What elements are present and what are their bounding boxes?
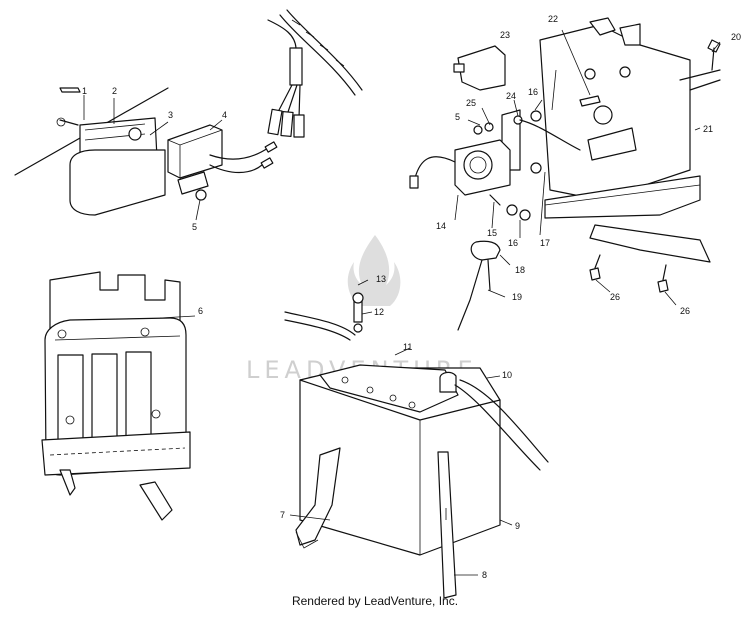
footer-credit: Rendered by LeadVenture, Inc. bbox=[291, 594, 459, 608]
callout-6: 6 bbox=[198, 306, 203, 316]
callout-7: 7 bbox=[280, 510, 285, 520]
wire-harness bbox=[267, 9, 363, 138]
callout-9: 9 bbox=[515, 521, 520, 531]
callout-12: 12 bbox=[374, 307, 384, 317]
callout-8: 8 bbox=[482, 570, 487, 580]
callout-1: 1 bbox=[82, 86, 87, 96]
callout-3: 3 bbox=[168, 110, 173, 120]
battery bbox=[284, 279, 549, 599]
callout-16-upper: 16 bbox=[528, 87, 538, 97]
callout-20: 20 bbox=[731, 32, 741, 42]
callout-25: 25 bbox=[466, 98, 476, 108]
callout-17: 17 bbox=[540, 238, 550, 248]
callout-4: 4 bbox=[222, 110, 227, 120]
callout-14: 14 bbox=[436, 221, 446, 231]
callout-24: 24 bbox=[506, 91, 516, 101]
callout-23: 23 bbox=[500, 30, 510, 40]
battery-box bbox=[41, 271, 196, 521]
callout-16-lower: 16 bbox=[508, 238, 518, 248]
callout-26-left: 26 bbox=[610, 292, 620, 302]
solenoid-bracket-assembly bbox=[409, 17, 721, 331]
callout-13: 13 bbox=[376, 274, 386, 284]
callout-19: 19 bbox=[512, 292, 522, 302]
callout-5-top-right: 5 bbox=[455, 112, 460, 122]
callout-labels: 1 2 3 4 5 6 7 8 9 10 11 12 13 14 15 16 1… bbox=[82, 14, 741, 580]
callout-10: 10 bbox=[502, 370, 512, 380]
callout-11: 11 bbox=[403, 342, 412, 352]
callout-2: 2 bbox=[112, 86, 117, 96]
callout-18: 18 bbox=[515, 265, 525, 275]
callout-15: 15 bbox=[487, 228, 497, 238]
callout-5-top-left: 5 bbox=[192, 222, 197, 232]
callout-22: 22 bbox=[548, 14, 558, 24]
callout-21: 21 bbox=[703, 124, 713, 134]
flame-logo bbox=[347, 235, 401, 306]
callout-26-right: 26 bbox=[680, 306, 690, 316]
regulator-assembly bbox=[14, 87, 278, 221]
